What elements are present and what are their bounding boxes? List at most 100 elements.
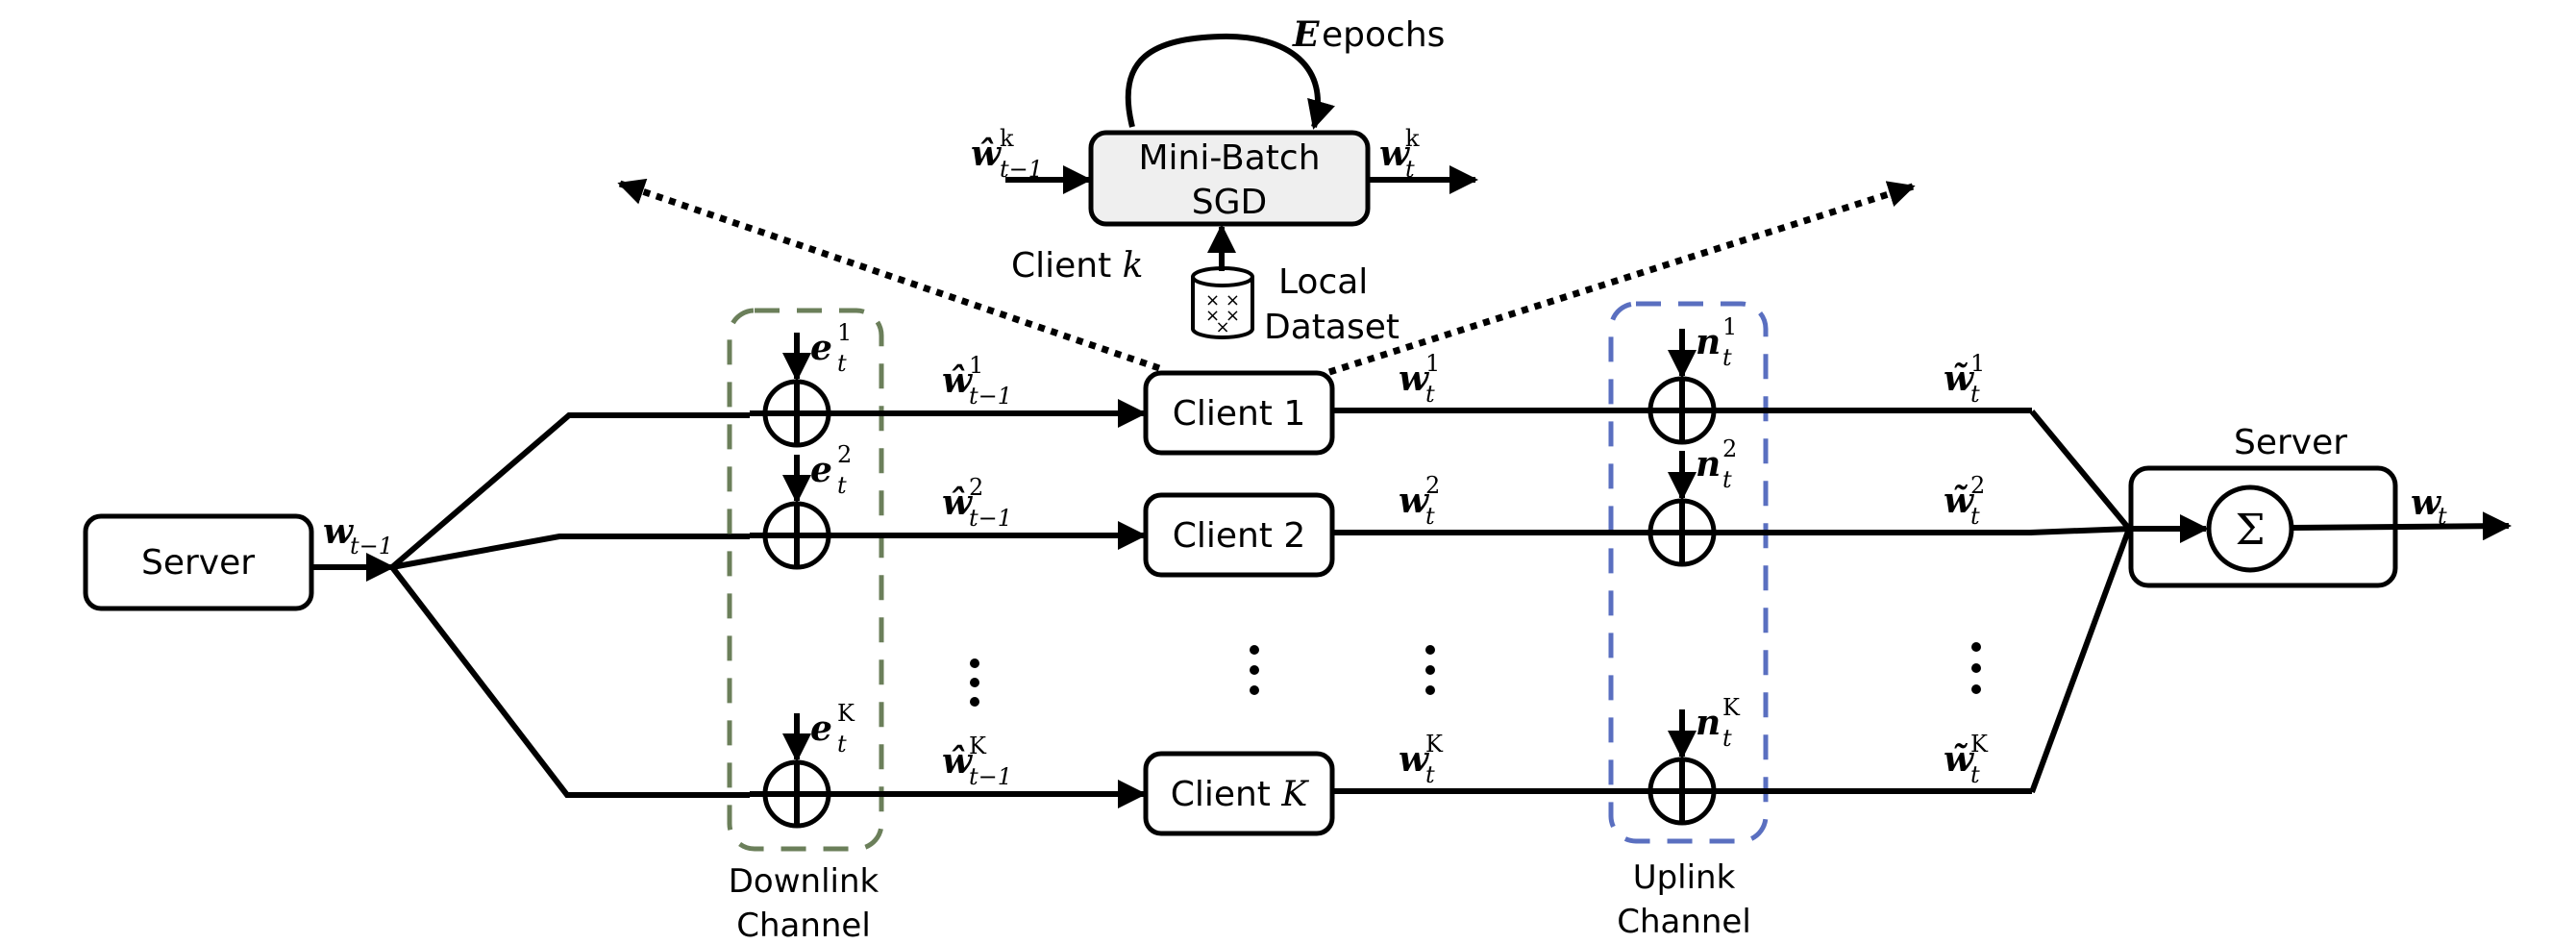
svg-text:t: t bbox=[1425, 381, 1435, 408]
svg-text:k: k bbox=[1405, 125, 1420, 152]
downlink-label-line2: Channel bbox=[736, 907, 871, 944]
global-output-arrow bbox=[2291, 511, 2512, 541]
svg-text:ŵ: ŵ bbox=[942, 360, 974, 401]
svg-text:t: t bbox=[1970, 503, 1980, 530]
svg-text:w̃: w̃ bbox=[1944, 739, 1975, 780]
svg-text:K: K bbox=[1722, 694, 1741, 721]
client-box-2 bbox=[1143, 492, 1335, 578]
svg-text:2: 2 bbox=[1722, 435, 1737, 462]
client-label-K: Client K bbox=[1171, 775, 1310, 814]
svg-text:t: t bbox=[1722, 466, 1732, 493]
svg-text:t−1: t−1 bbox=[969, 505, 1012, 532]
sgd-output-label: w k t bbox=[1379, 125, 1420, 183]
client-label-1: Client 1 bbox=[1173, 394, 1306, 434]
svg-text:1: 1 bbox=[1425, 350, 1440, 377]
svg-text:n: n bbox=[1696, 703, 1721, 743]
broadcast-branch-2 bbox=[391, 534, 750, 570]
svg-text:1: 1 bbox=[1970, 350, 1985, 377]
svg-text:t: t bbox=[1722, 725, 1732, 752]
server-right: Server Σ w t bbox=[2128, 423, 2512, 588]
epochs-var: E bbox=[1292, 14, 1320, 55]
ellipsis-clients bbox=[1250, 645, 1259, 695]
svg-text:t−1: t−1 bbox=[969, 383, 1012, 410]
svg-text:e: e bbox=[810, 708, 832, 749]
server-left-box bbox=[83, 513, 314, 611]
local-model-label-1: w1 t bbox=[1399, 350, 1440, 408]
svg-text:t: t bbox=[1425, 503, 1435, 530]
dataset-label-line2: Dataset bbox=[1264, 308, 1399, 347]
svg-text:K: K bbox=[1425, 731, 1444, 758]
svg-text:k: k bbox=[1000, 125, 1014, 152]
aggregate-branch-K bbox=[2029, 527, 2132, 794]
svg-text:w̃: w̃ bbox=[1944, 359, 1975, 399]
sgd-input-label: ŵ k t−1 bbox=[971, 125, 1043, 183]
uplink-channel-box bbox=[1608, 301, 1769, 844]
svg-text:2: 2 bbox=[837, 441, 852, 468]
svg-text:K: K bbox=[969, 733, 987, 759]
svg-text:1: 1 bbox=[969, 352, 983, 379]
global-output-label: w t bbox=[2411, 483, 2447, 530]
svg-text:w: w bbox=[2411, 483, 2442, 523]
svg-text:w: w bbox=[1379, 134, 1411, 174]
epoch-loop-arrow bbox=[1125, 33, 1335, 130]
svg-text:e: e bbox=[810, 450, 832, 490]
uplinked-model-label-2: w̃2 t bbox=[1944, 472, 1985, 530]
sigma-icon: Σ bbox=[2235, 506, 2265, 555]
zoom-line-right bbox=[1327, 181, 1916, 376]
svg-text:1: 1 bbox=[1722, 313, 1737, 340]
svg-text:w̃: w̃ bbox=[1944, 481, 1975, 521]
svg-text:t: t bbox=[837, 350, 847, 377]
downlink-label-line1: Downlink bbox=[729, 862, 879, 901]
svg-text:w: w bbox=[1399, 359, 1430, 399]
svg-text:ŵ: ŵ bbox=[971, 134, 1003, 174]
ellipsis-local bbox=[1425, 645, 1435, 695]
svg-text:n: n bbox=[1696, 444, 1721, 484]
svg-text:t−1: t−1 bbox=[969, 763, 1012, 790]
aggregate-branch-2 bbox=[2029, 526, 2132, 535]
svg-text:1: 1 bbox=[837, 319, 852, 346]
svg-text:2: 2 bbox=[1970, 472, 1985, 499]
server-left: Server w t−1 bbox=[83, 511, 395, 611]
uplink-label-line2: Channel bbox=[1617, 903, 1751, 941]
received-model-label-2: ŵ2t−1 bbox=[942, 474, 1012, 532]
uplinked-model-label-1: w̃1 t bbox=[1944, 350, 1985, 408]
aggregate-branch-1 bbox=[2029, 410, 2132, 531]
svg-text:t−1: t−1 bbox=[350, 533, 393, 559]
svg-text:t: t bbox=[1405, 156, 1415, 183]
svg-text:×: × bbox=[1215, 317, 1229, 337]
epochs-label: epochs bbox=[1322, 15, 1445, 55]
received-model-label-K: ŵKt−1 bbox=[942, 733, 1012, 790]
client-k-label: Client k bbox=[1011, 246, 1144, 286]
svg-text:t−1: t−1 bbox=[1000, 156, 1043, 183]
uplink-label-line1: Uplink bbox=[1633, 858, 1736, 897]
svg-text:t: t bbox=[837, 472, 847, 499]
svg-text:t: t bbox=[837, 731, 847, 758]
svg-text:2: 2 bbox=[969, 474, 983, 501]
client-box-1 bbox=[1143, 370, 1335, 456]
broadcast-branch-K bbox=[389, 565, 750, 798]
svg-text:K: K bbox=[837, 700, 855, 727]
svg-text:t: t bbox=[1970, 381, 1980, 408]
server-output-label: w t−1 bbox=[323, 511, 393, 559]
svg-text:t: t bbox=[1722, 344, 1732, 371]
svg-text:w: w bbox=[323, 511, 355, 552]
zoom-line-left bbox=[617, 178, 1161, 372]
local-model-label-2: w2t bbox=[1399, 472, 1440, 530]
local-model-label-K: wKt bbox=[1399, 731, 1444, 788]
svg-text:t: t bbox=[1970, 761, 1980, 788]
client-detail-group: E epochs Mini-Batch SGD ŵ k t−1 w k t × … bbox=[617, 14, 1916, 376]
sum-node bbox=[2206, 484, 2294, 573]
svg-text:× ×: × × bbox=[1205, 306, 1240, 326]
sgd-box-line1: Mini-Batch bbox=[1138, 138, 1320, 178]
svg-text:K: K bbox=[1970, 731, 1989, 758]
server-left-label: Server bbox=[141, 543, 255, 583]
